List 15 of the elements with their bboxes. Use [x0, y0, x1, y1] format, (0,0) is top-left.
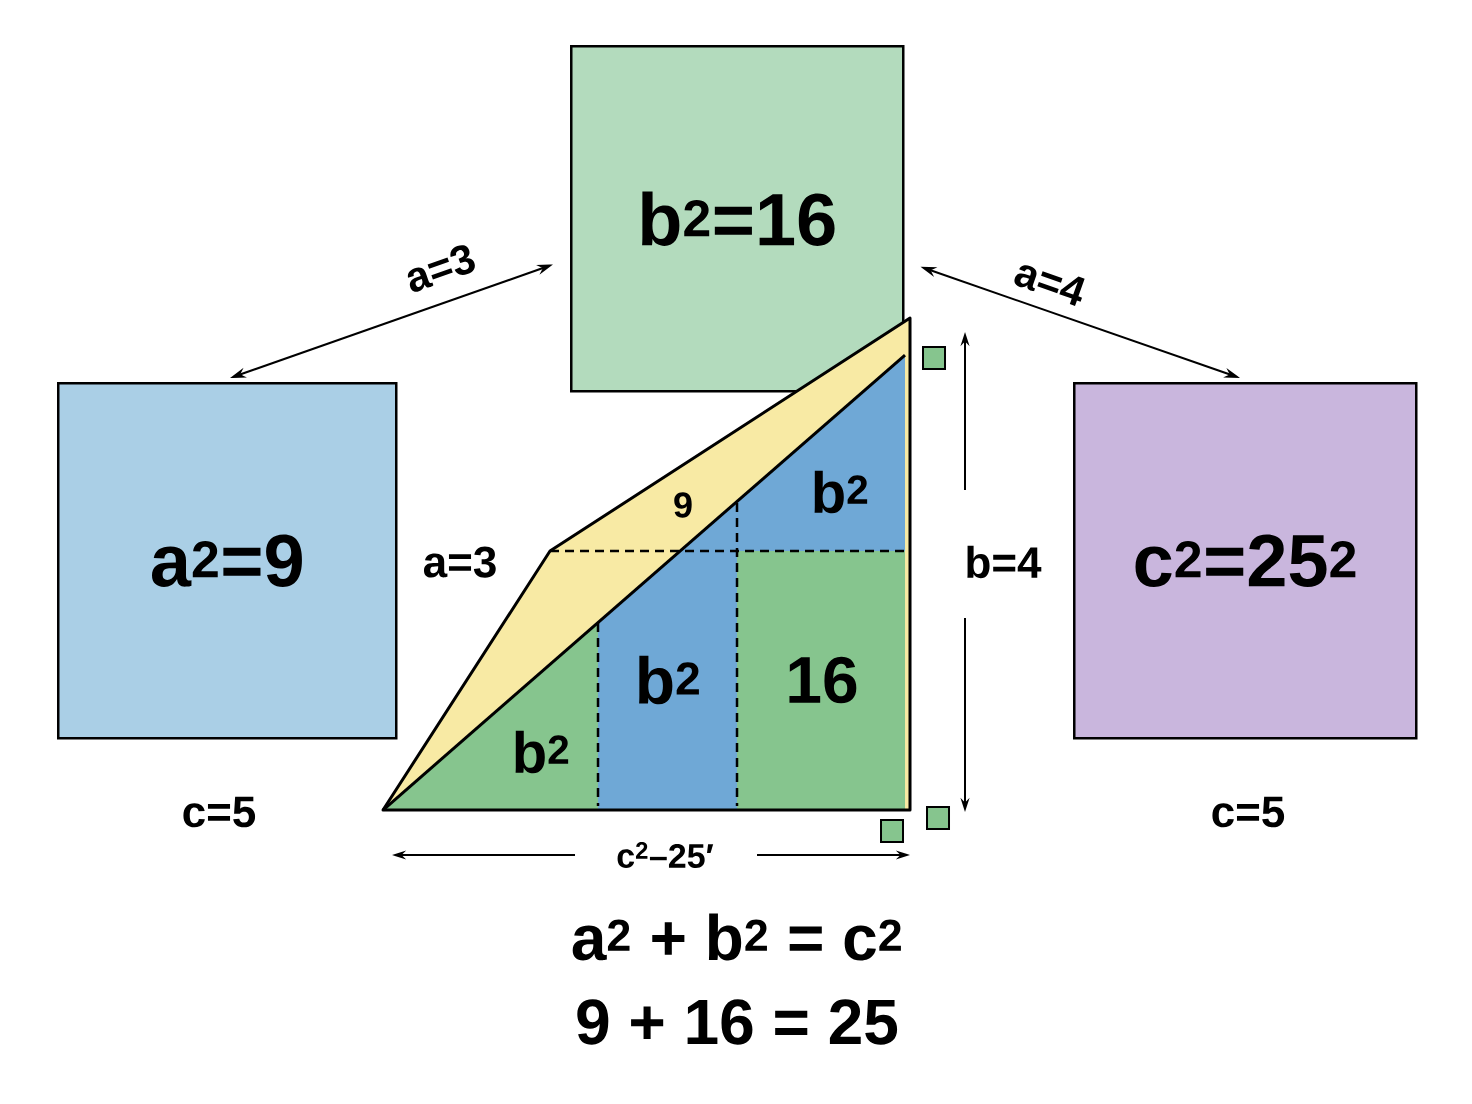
area-label: 16 [789, 656, 857, 704]
edge-label: a=4 [1014, 265, 1085, 306]
side-label: c=5 [183, 796, 256, 828]
area-label: b$^{2}$ [639, 655, 699, 705]
edge-label: a=3 [407, 245, 475, 292]
area-label: b$^{2}$ [814, 470, 868, 514]
square-box: b$^{2}$=16 [570, 45, 905, 393]
equation: 9 + 16 = 25 [577, 999, 898, 1045]
equation: a$^{2}$ + b$^{2}$ = c$^{2}$ [572, 913, 901, 961]
area-label: b$^{2}$ [515, 730, 569, 774]
area-label: 9 [674, 492, 692, 518]
side-label: c=5 [1212, 796, 1285, 828]
dimension-label: c$^{2}$–25′ [617, 842, 714, 868]
square-box: a$^{2}$=9 [57, 382, 398, 740]
square-box: c$^{2}$=25$^{2}$ [1073, 382, 1418, 740]
